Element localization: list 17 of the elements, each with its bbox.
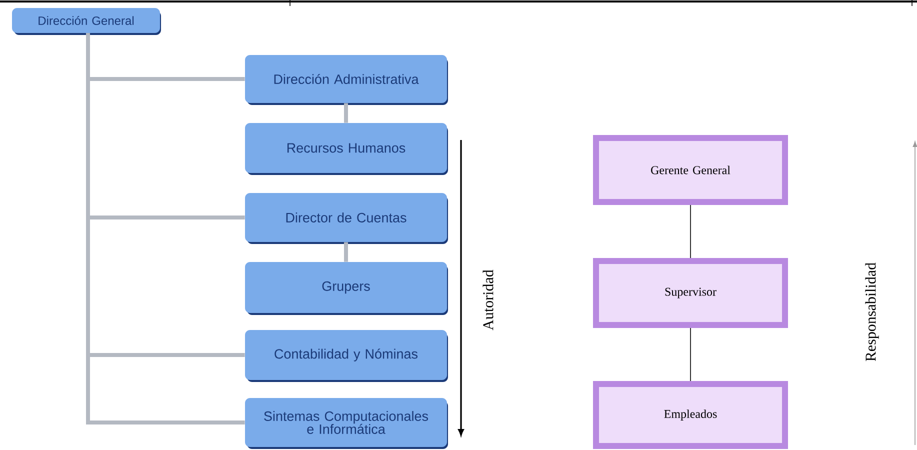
- org-box: Gerente General: [593, 135, 788, 205]
- org-box: Supervisor: [593, 258, 788, 328]
- axis-label: Autoridad: [482, 270, 494, 330]
- org-box: Dirección General: [12, 8, 161, 35]
- org-box: Empleados: [593, 381, 788, 449]
- connector-line: [344, 242, 348, 262]
- connector-line: [86, 33, 245, 424]
- org-box: Grupers: [245, 262, 448, 315]
- org-box: Contabilidad y Nóminas: [245, 330, 448, 382]
- org-box: Director de Cuentas: [245, 193, 448, 244]
- axis-label: Responsabilidad: [865, 262, 879, 362]
- connector-line: [690, 328, 691, 382]
- org-box: Sintemas Computacionales e Informática: [245, 398, 448, 449]
- connector-line: [690, 204, 691, 258]
- org-box: Recursos Humanos: [245, 123, 448, 175]
- org-box: Dirección Administrativa: [245, 55, 448, 105]
- connector-line: [344, 103, 348, 123]
